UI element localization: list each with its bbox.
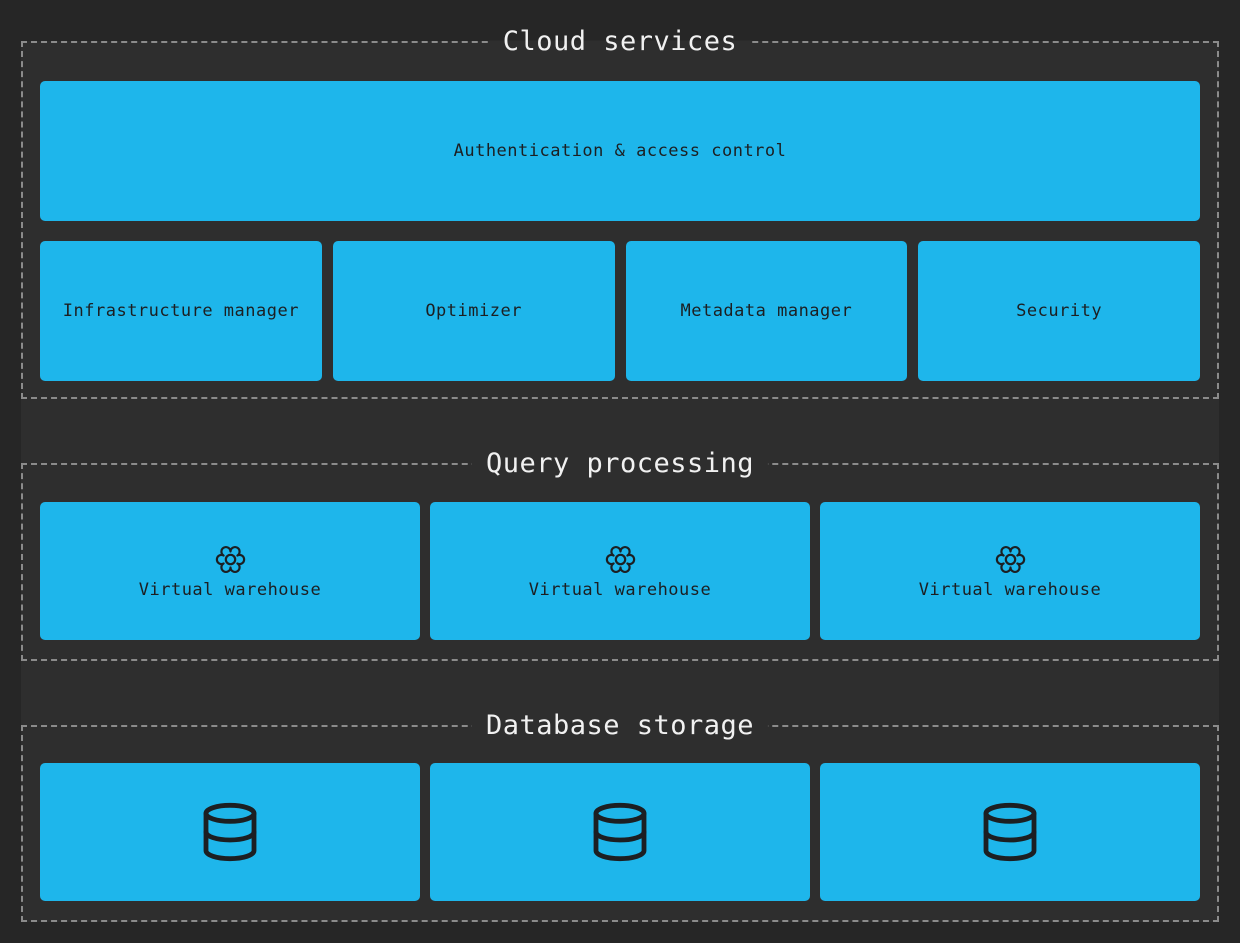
node-virtual-warehouse-1: Virtual warehouse [40, 502, 420, 640]
node-label: Authentication & access control [453, 141, 787, 161]
node-label: Virtual warehouse [918, 579, 1102, 600]
node-infrastructure-manager: Infrastructure manager [40, 241, 322, 381]
node-label: Infrastructure manager [62, 301, 299, 321]
gear-icon [215, 545, 245, 573]
gear-icon [995, 545, 1025, 573]
section-title-cloud-services: Cloud services [488, 26, 752, 58]
diagram-canvas: Cloud services Authentication & access c… [21, 26, 1219, 922]
gear-icon [605, 545, 635, 573]
node-label: Security [1016, 301, 1103, 321]
database-icon [593, 802, 647, 862]
section-title-query-processing: Query processing [471, 448, 769, 480]
query-processing-row: Virtual warehouse Virtual warehouse Virt… [40, 502, 1200, 640]
database-icon [203, 802, 257, 862]
node-label: Optimizer [425, 301, 522, 321]
node-metadata-manager: Metadata manager [625, 241, 908, 381]
node-virtual-warehouse-2: Virtual warehouse [430, 502, 810, 640]
node-database-2 [430, 763, 810, 901]
node-database-3 [820, 763, 1200, 901]
node-label: Metadata manager [680, 301, 853, 321]
cloud-services-row: Infrastructure manager Optimizer Metadat… [40, 241, 1200, 381]
node-label: Virtual warehouse [138, 579, 322, 600]
node-label: Virtual warehouse [528, 579, 712, 600]
database-icon [983, 802, 1037, 862]
node-authentication-access-control: Authentication & access control [40, 81, 1200, 221]
node-virtual-warehouse-3: Virtual warehouse [820, 502, 1200, 640]
node-database-1 [40, 763, 420, 901]
section-database-storage: Database storage [21, 710, 1219, 922]
node-optimizer: Optimizer [332, 241, 615, 381]
section-query-processing: Query processing Virtual warehouse Virtu… [21, 448, 1219, 661]
database-storage-row [40, 763, 1200, 901]
section-cloud-services: Cloud services Authentication & access c… [21, 26, 1219, 399]
node-security: Security [918, 241, 1200, 381]
section-title-database-storage: Database storage [471, 710, 769, 742]
